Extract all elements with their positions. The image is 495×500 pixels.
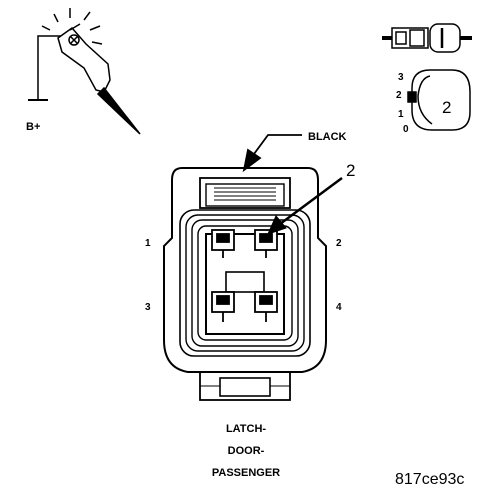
connector-name-line-1: LATCH- [226, 423, 266, 435]
callout-label: 2 [346, 161, 355, 180]
pin-cavity-4 [254, 291, 278, 322]
callout-leader-arrow [267, 176, 343, 235]
terminal-connector-icon [382, 23, 472, 53]
probe-label: B+ [26, 121, 40, 133]
connector-color-label: BLACK [308, 131, 347, 143]
pin-label-3: 3 [145, 302, 151, 313]
connector-name-line-2: DOOR- [228, 445, 265, 457]
pin-label-1: 1 [145, 238, 151, 249]
key-tick-2: 2 [396, 90, 402, 101]
figure-code: 817ce93c [395, 471, 464, 488]
key-tick-3: 3 [398, 72, 404, 83]
key-position-label: 2 [442, 98, 451, 117]
pin-label-4: 4 [336, 302, 342, 313]
pin-cavity-2 [254, 229, 278, 258]
key-tick-1: 1 [398, 109, 404, 120]
key-cylinder-icon [407, 69, 471, 131]
connector-name-line-3: PASSENGER [212, 467, 280, 479]
pin-cavity-1 [211, 229, 235, 258]
key-tick-0: 0 [403, 124, 409, 135]
test-light-probe-icon [28, 8, 141, 135]
connector-body [163, 167, 327, 401]
color-leader-arrow [242, 134, 302, 173]
pin-cavity-3 [211, 291, 235, 322]
pin-label-2: 2 [336, 238, 342, 249]
